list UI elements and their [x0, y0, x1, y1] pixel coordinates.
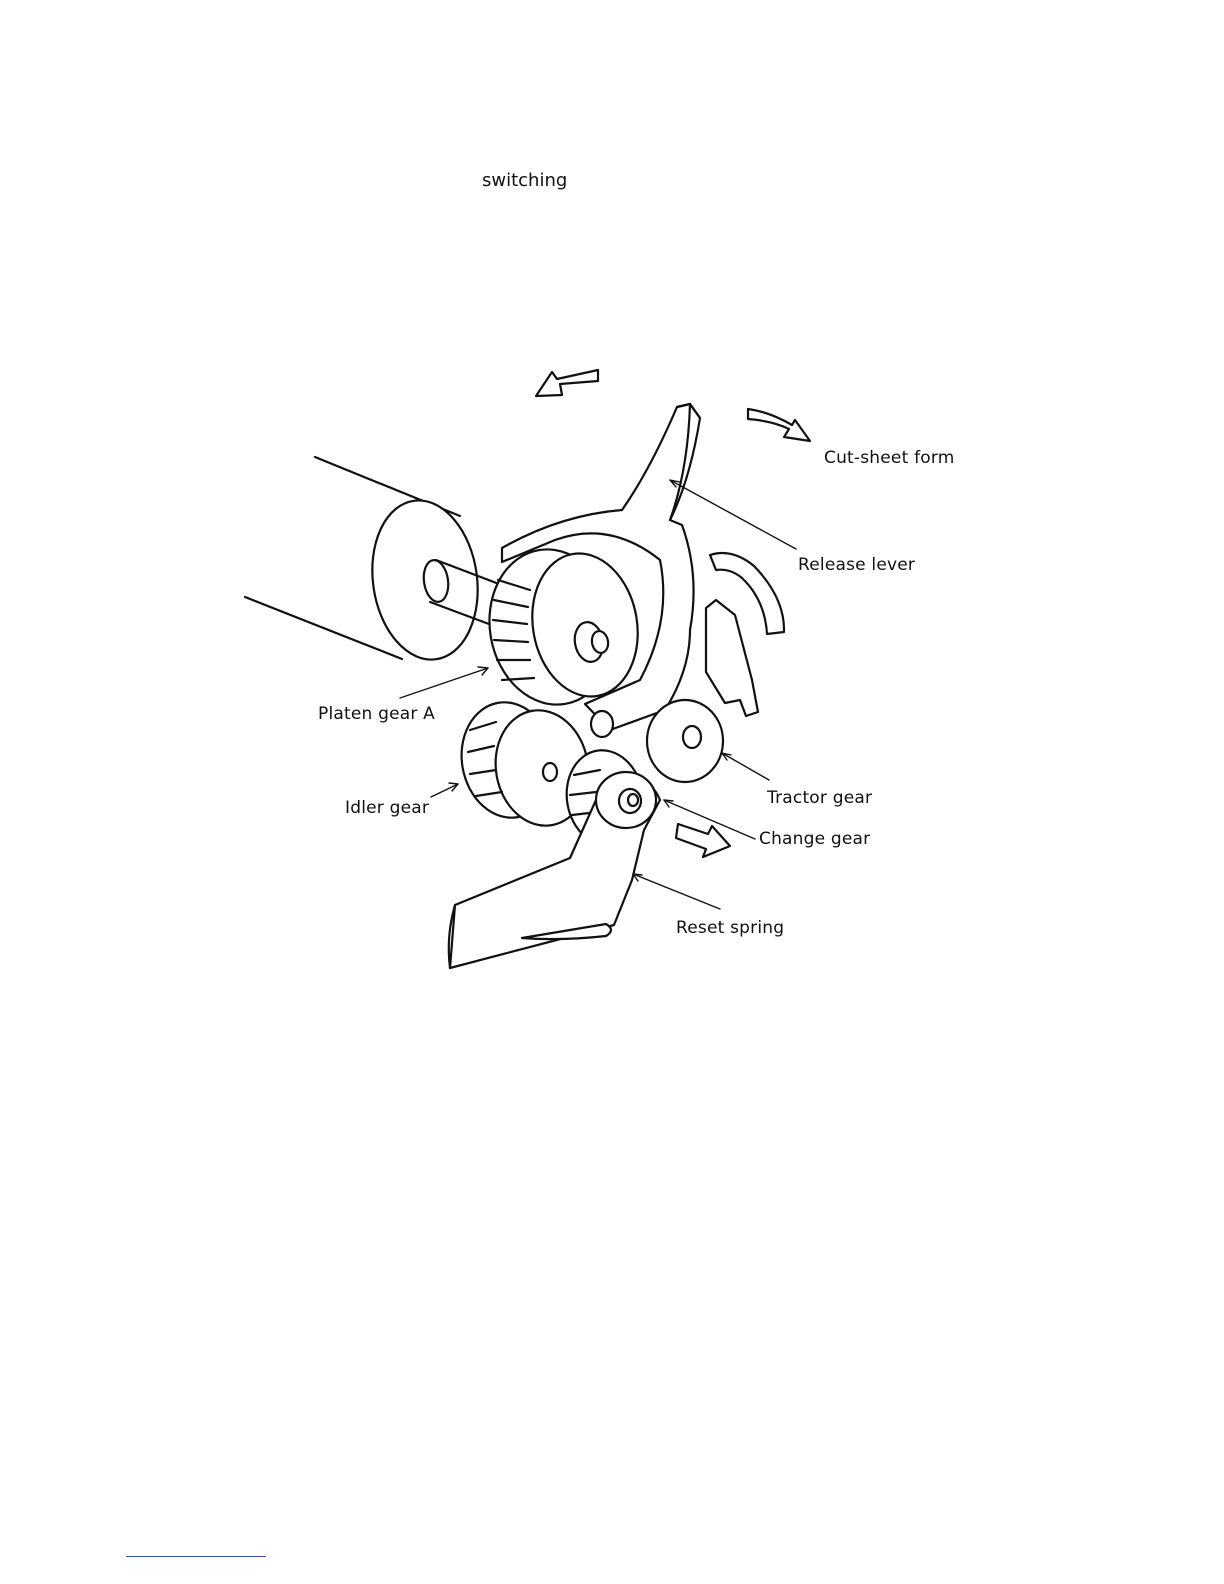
- label-release-lever: Release lever: [798, 555, 915, 575]
- leader-reset-spring: [633, 874, 720, 909]
- leader-platen-gear: [400, 668, 488, 698]
- footer-rule: [126, 1556, 266, 1557]
- pawl: [706, 600, 758, 716]
- leader-release-lever: [670, 480, 796, 549]
- label-platen-gear-a: Platen gear A: [318, 704, 435, 724]
- label-tractor-gear: Tractor gear: [767, 788, 872, 808]
- rotate-left-arrow-icon: [536, 370, 598, 396]
- label-idler-gear: Idler gear: [345, 798, 429, 818]
- pivot-pin: [591, 711, 613, 737]
- label-change-gear: Change gear: [759, 829, 870, 849]
- tractor-gear: [647, 700, 723, 782]
- label-reset-spring: Reset spring: [676, 918, 784, 938]
- label-cut-sheet-form: Cut-sheet form: [824, 448, 955, 468]
- push-arrow-icon: [676, 824, 730, 857]
- leader-tractor-gear: [722, 753, 769, 780]
- leader-idler-gear: [431, 784, 458, 797]
- rotate-right-arrow-icon: [748, 409, 810, 441]
